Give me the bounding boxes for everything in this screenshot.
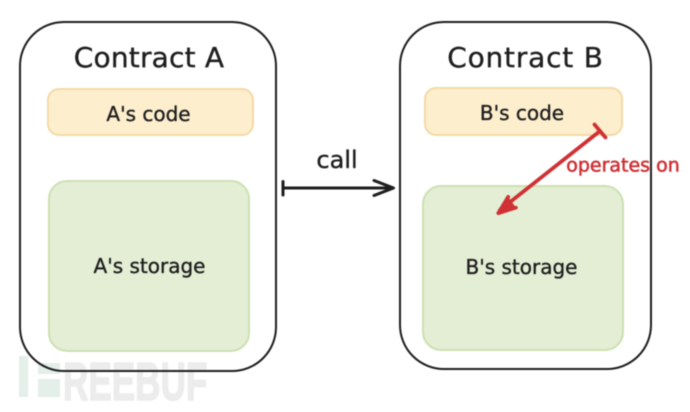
contract-a-code-label: A's code	[106, 101, 191, 126]
freebuf-logo-block-bottom	[37, 379, 60, 397]
operates-on-label: operates on	[566, 154, 680, 176]
call-arrow	[281, 179, 395, 197]
contract-b-storage-label: B's storage	[465, 254, 578, 279]
contract-b-box	[399, 21, 652, 370]
contract-b-code-label: B's code	[479, 100, 565, 125]
freebuf-watermark-text: REEBUF	[63, 352, 208, 412]
contract-a-code-box	[47, 88, 254, 136]
call-arrow-label: call	[316, 145, 358, 174]
contract-a-storage-box	[48, 180, 250, 352]
contract-a-box	[19, 21, 277, 372]
contract-b-storage-box	[422, 185, 624, 351]
contract-b-code-box	[424, 87, 623, 136]
freebuf-logo-bar	[19, 355, 28, 397]
contract-b-title: Contract B	[447, 40, 604, 74]
contract-a-title: Contract A	[73, 40, 225, 74]
contract-a-storage-label: A's storage	[93, 254, 206, 278]
